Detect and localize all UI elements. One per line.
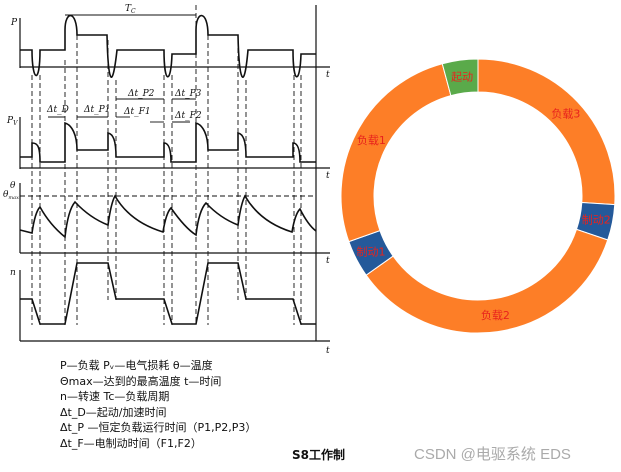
legend-line: Δt_P —恒定负载运行时间（P1,P2,P3） — [60, 421, 257, 434]
donut-slice — [348, 229, 394, 276]
donut-slice-label: 负载1 — [357, 133, 386, 147]
n-axis-label: n — [10, 268, 16, 278]
donut-slice-label: 制动1 — [356, 245, 385, 258]
legend-line: Δt_D—起动/加速时间 — [60, 405, 167, 419]
p-curve — [20, 14, 316, 78]
s8-waveform-diagram: TC P PV θ θmax n t t t t Δt_D Δt_P1 Δt_P… — [3, 4, 330, 356]
donut-slice-label: 制动2 — [582, 213, 611, 226]
donut-slice — [441, 58, 479, 97]
donut-slice — [340, 63, 452, 243]
t-label-3: t — [326, 256, 330, 266]
p-axis-label: P — [10, 18, 18, 28]
t-label-2: t — [326, 171, 330, 181]
symbol-legend: P—负载 Pᵥ—电气损耗 θ—温度 Θmax—达到的最高温度 t—时间 n—转速… — [60, 358, 256, 451]
interval-arrows — [48, 98, 196, 123]
donut-slice — [365, 228, 609, 334]
interval-guides — [20, 5, 316, 325]
figure-caption: S8工作制 — [292, 448, 345, 462]
donut-slice-label: 负载2 — [481, 308, 510, 322]
t-label-1: t — [326, 70, 330, 80]
legend-line: P—负载 Pᵥ—电气损耗 θ—温度 — [60, 359, 213, 372]
theta-axis-label: θ — [10, 181, 16, 191]
theta-max-label: θmax — [3, 190, 19, 201]
legend-line: Δt_F—电制动时间（F1,F2） — [60, 436, 202, 450]
interval-label-p2: Δt_P2 — [127, 89, 155, 99]
theta-curve — [19, 194, 317, 239]
n-curve — [20, 262, 316, 325]
interval-label-f2: Δt_F2 — [174, 111, 202, 121]
interval-label-p1: Δt_P1 — [83, 105, 110, 115]
interval-label-d: Δt_D — [46, 105, 69, 115]
legend-line: n—转速 Tc—负载周期 — [60, 390, 170, 403]
period-label: TC — [125, 4, 136, 15]
interval-label-p3: Δt_P3 — [174, 89, 202, 99]
t-label-4: t — [326, 346, 330, 356]
donut-slice — [575, 201, 616, 241]
donut-slice — [477, 58, 616, 206]
pv-curve — [20, 121, 316, 163]
interval-label-f1: Δt_F1 — [123, 107, 151, 117]
donut-slice-label: 起动 — [451, 71, 473, 84]
pv-axis-label: PV — [6, 116, 18, 127]
donut-slice-label: 负载3 — [551, 107, 580, 121]
watermark: CSDN @电驱系统 EDS — [414, 446, 571, 463]
legend-line: Θmax—达到的最高温度 t—时间 — [60, 374, 222, 388]
